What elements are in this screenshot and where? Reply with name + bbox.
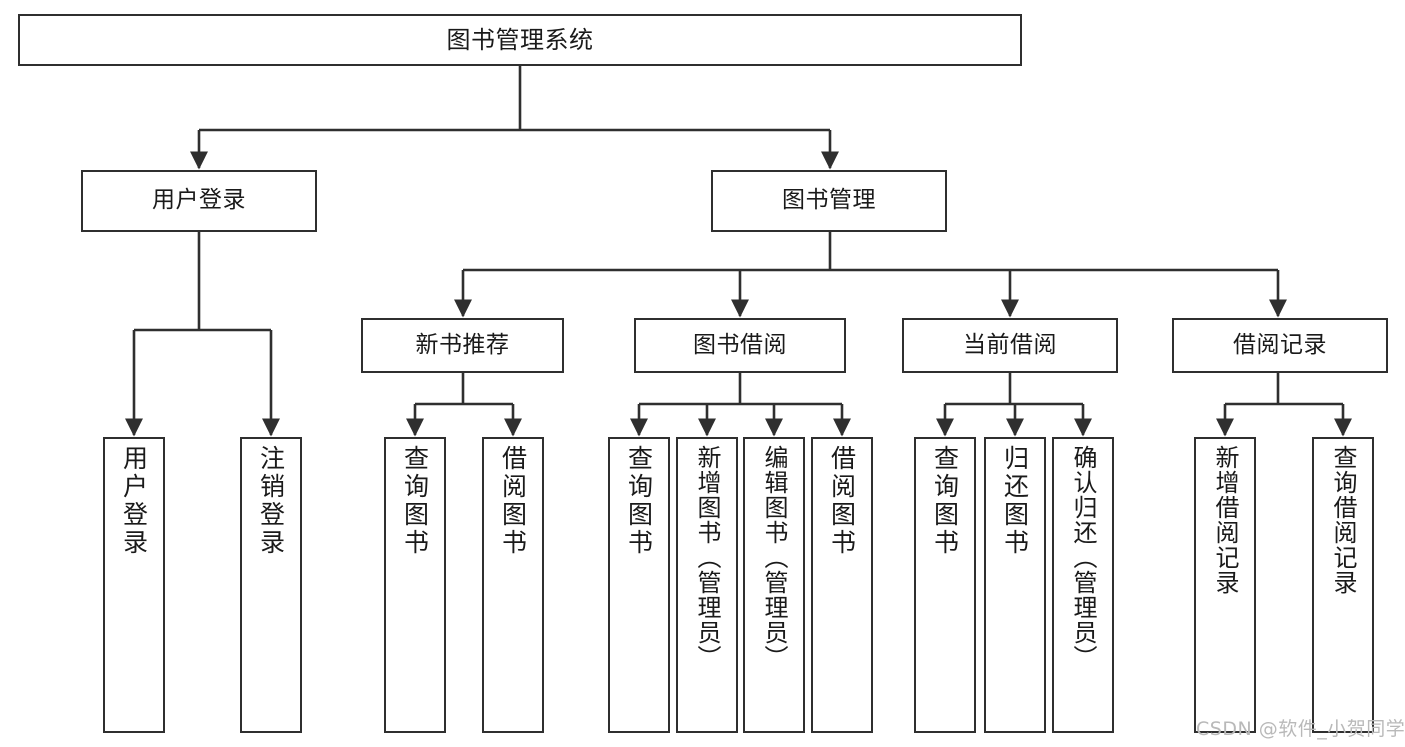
leaf-current-borrow-confirm-return-admin[interactable]: 确认归还（管理员） [1052, 437, 1114, 733]
leaf-borrow-record-add-record[interactable]: 新增借阅记录 [1194, 437, 1256, 733]
node-label: 查询图书 [400, 445, 430, 557]
node-current-borrow[interactable]: 当前借阅 [902, 318, 1118, 373]
node-label: 新增图书（管理员） [693, 445, 721, 670]
leaf-book-borrow-edit-book-admin[interactable]: 编辑图书（管理员） [743, 437, 805, 733]
node-label: 查询图书 [624, 445, 654, 557]
node-new-book-recommend[interactable]: 新书推荐 [361, 318, 564, 373]
node-label: 借阅记录 [1233, 331, 1327, 358]
csdn-watermark: CSDN @软件_小贺同学 [1196, 718, 1405, 740]
node-label: 新书推荐 [415, 331, 510, 358]
leaf-user-login-login[interactable]: 用户登录 [103, 437, 165, 733]
node-label: 确认归还（管理员） [1069, 445, 1097, 670]
node-root-book-management-system[interactable]: 图书管理系统 [18, 14, 1022, 66]
node-book-borrow[interactable]: 图书借阅 [634, 318, 846, 373]
node-label: 图书管理 [782, 187, 876, 214]
leaf-current-borrow-query-book[interactable]: 查询图书 [914, 437, 976, 733]
node-label: 图书借阅 [693, 331, 787, 358]
node-label: 新增借阅记录 [1211, 445, 1239, 595]
node-label: 当前借阅 [963, 331, 1057, 358]
leaf-user-login-logout[interactable]: 注销登录 [240, 437, 302, 733]
node-label: 注销登录 [256, 445, 286, 557]
node-label: 编辑图书（管理员） [760, 445, 788, 670]
leaf-book-borrow-borrow-book[interactable]: 借阅图书 [811, 437, 873, 733]
node-label: 归还图书 [1000, 445, 1030, 557]
leaf-book-borrow-add-book-admin[interactable]: 新增图书（管理员） [676, 437, 738, 733]
node-user-login[interactable]: 用户登录 [81, 170, 317, 232]
leaf-new-book-borrow-book[interactable]: 借阅图书 [482, 437, 544, 733]
node-borrow-record[interactable]: 借阅记录 [1172, 318, 1388, 373]
leaf-book-borrow-query-book[interactable]: 查询图书 [608, 437, 670, 733]
node-label: 查询图书 [930, 445, 960, 557]
node-label: 用户登录 [152, 187, 246, 214]
leaf-current-borrow-return-book[interactable]: 归还图书 [984, 437, 1046, 733]
leaf-new-book-query-book[interactable]: 查询图书 [384, 437, 446, 733]
node-label: 图书管理系统 [446, 25, 594, 54]
node-book-management[interactable]: 图书管理 [711, 170, 947, 232]
node-label: 查询借阅记录 [1329, 445, 1357, 595]
leaf-borrow-record-query-record[interactable]: 查询借阅记录 [1312, 437, 1374, 733]
node-label: 用户登录 [119, 445, 149, 557]
node-label: 借阅图书 [827, 445, 857, 557]
node-label: 借阅图书 [498, 445, 528, 557]
